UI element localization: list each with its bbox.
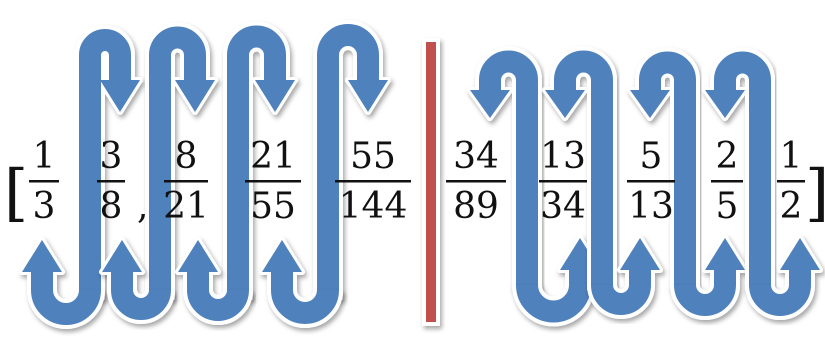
- fraction-3: 821: [163, 136, 209, 227]
- fraction-numerator: 5: [640, 136, 663, 177]
- comma-separator: ,: [137, 186, 148, 227]
- bottom-hook-arrow-left-3: [175, 237, 253, 325]
- divider-bar: [422, 38, 440, 326]
- close-bracket: ]: [805, 156, 825, 229]
- fraction-numerator: 34: [453, 136, 499, 177]
- fraction-numerator: 8: [175, 136, 198, 177]
- fraction-8: 513: [627, 136, 675, 227]
- fraction-bar: [539, 180, 587, 183]
- fraction-bar: [446, 180, 506, 183]
- fraction-bar: [627, 180, 675, 183]
- fraction-2: 38: [97, 136, 125, 227]
- fraction-numerator: 1: [33, 136, 56, 177]
- bottom-loop-arrow-right-4: [745, 235, 823, 320]
- fraction-denominator: 5: [716, 186, 739, 227]
- top-hook-arrow-right-3: [627, 47, 700, 290]
- top-loop-arrow-left-3: [223, 21, 298, 300]
- top-loop-arrow-left-4: [313, 20, 391, 300]
- fraction-denominator: 89: [453, 186, 499, 227]
- fraction-denominator: 13: [628, 186, 674, 227]
- fraction-numerator: 21: [250, 136, 296, 177]
- fraction-denominator: 8: [100, 186, 123, 227]
- fraction-10: 12: [777, 136, 805, 227]
- bottom-loop-arrow-right-2: [587, 235, 663, 319]
- fraction-numerator: 3: [100, 136, 123, 177]
- fraction-numerator: 1: [780, 136, 803, 177]
- bottom-hook-arrow-left-1: [19, 237, 105, 329]
- fraction-bar: [335, 180, 411, 183]
- top-hook-arrow-right-2: [542, 46, 617, 290]
- top-hook-arrow-right-1: [467, 46, 542, 290]
- fraction-bar: [97, 180, 125, 183]
- fraction-9: 25: [711, 136, 743, 227]
- bottom-loop-arrow-right-3: [670, 235, 748, 320]
- top-loop-arrow-left-1: [75, 25, 143, 300]
- fraction-numerator: 2: [716, 136, 739, 177]
- open-bracket: [: [4, 156, 28, 229]
- fraction-denominator: 34: [540, 186, 586, 227]
- fraction-bar: [245, 180, 301, 183]
- fraction-denominator: 144: [339, 186, 408, 227]
- fraction-bar: [711, 180, 743, 183]
- fraction-bar: [777, 180, 805, 183]
- fraction-numerator: 13: [540, 136, 586, 177]
- bottom-hook-arrow-left-4: [259, 237, 343, 328]
- fraction-denominator: 21: [163, 186, 209, 227]
- fraction-denominator: 2: [780, 186, 803, 227]
- fraction-1: 13: [29, 136, 59, 227]
- fraction-denominator: 3: [33, 186, 56, 227]
- fraction-numerator: 55: [350, 136, 396, 177]
- top-loop-arrow-left-2: [145, 22, 218, 300]
- top-hook-arrow-right-4: [702, 47, 775, 290]
- fraction-bar: [29, 180, 59, 183]
- fraction-bar: [164, 180, 208, 183]
- arrows-layer: [19, 20, 823, 329]
- fraction-denominator: 55: [250, 186, 296, 227]
- bottom-hook-arrow-left-2: [99, 237, 175, 324]
